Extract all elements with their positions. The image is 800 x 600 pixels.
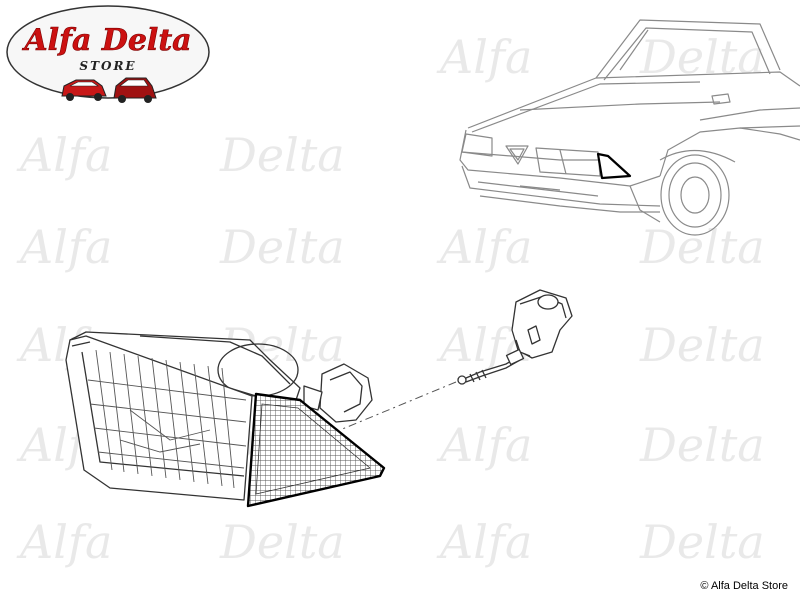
copyright-text: © Alfa Delta Store — [700, 580, 788, 592]
watermark-alfa: Alfa — [440, 220, 533, 274]
watermark-alfa: Alfa — [20, 515, 113, 569]
watermark-delta: Delta — [640, 418, 765, 472]
watermark-delta: Delta — [640, 318, 765, 372]
logo-subtitle-text: STORE — [79, 59, 136, 73]
indicator-lens — [246, 392, 386, 508]
watermark-delta: Delta — [640, 220, 765, 274]
watermark-alfa: Alfa — [20, 220, 113, 274]
red-car-icon — [61, 79, 107, 101]
classic-car-icon — [113, 77, 157, 103]
watermark-alfa: Alfa — [440, 515, 533, 569]
headlight-lens-flutes — [87, 349, 247, 489]
watermark-delta: Delta — [640, 515, 765, 569]
alfa-delta-store-logo: Alfa Delta STORE — [6, 5, 210, 103]
watermark-delta: Delta — [220, 128, 345, 182]
assembly-guide-line — [339, 381, 457, 431]
car-indicator-highlight — [596, 152, 632, 180]
car-front-view — [459, 19, 800, 236]
watermark-alfa: Alfa — [440, 418, 533, 472]
bulb-holder — [457, 289, 573, 385]
logo-brand-text: Alfa Delta — [21, 23, 191, 58]
watermark-alfa: Alfa — [440, 30, 533, 84]
watermark-delta: Delta — [220, 515, 345, 569]
watermark-delta: Delta — [220, 220, 345, 274]
watermark-alfa: Alfa — [20, 128, 113, 182]
